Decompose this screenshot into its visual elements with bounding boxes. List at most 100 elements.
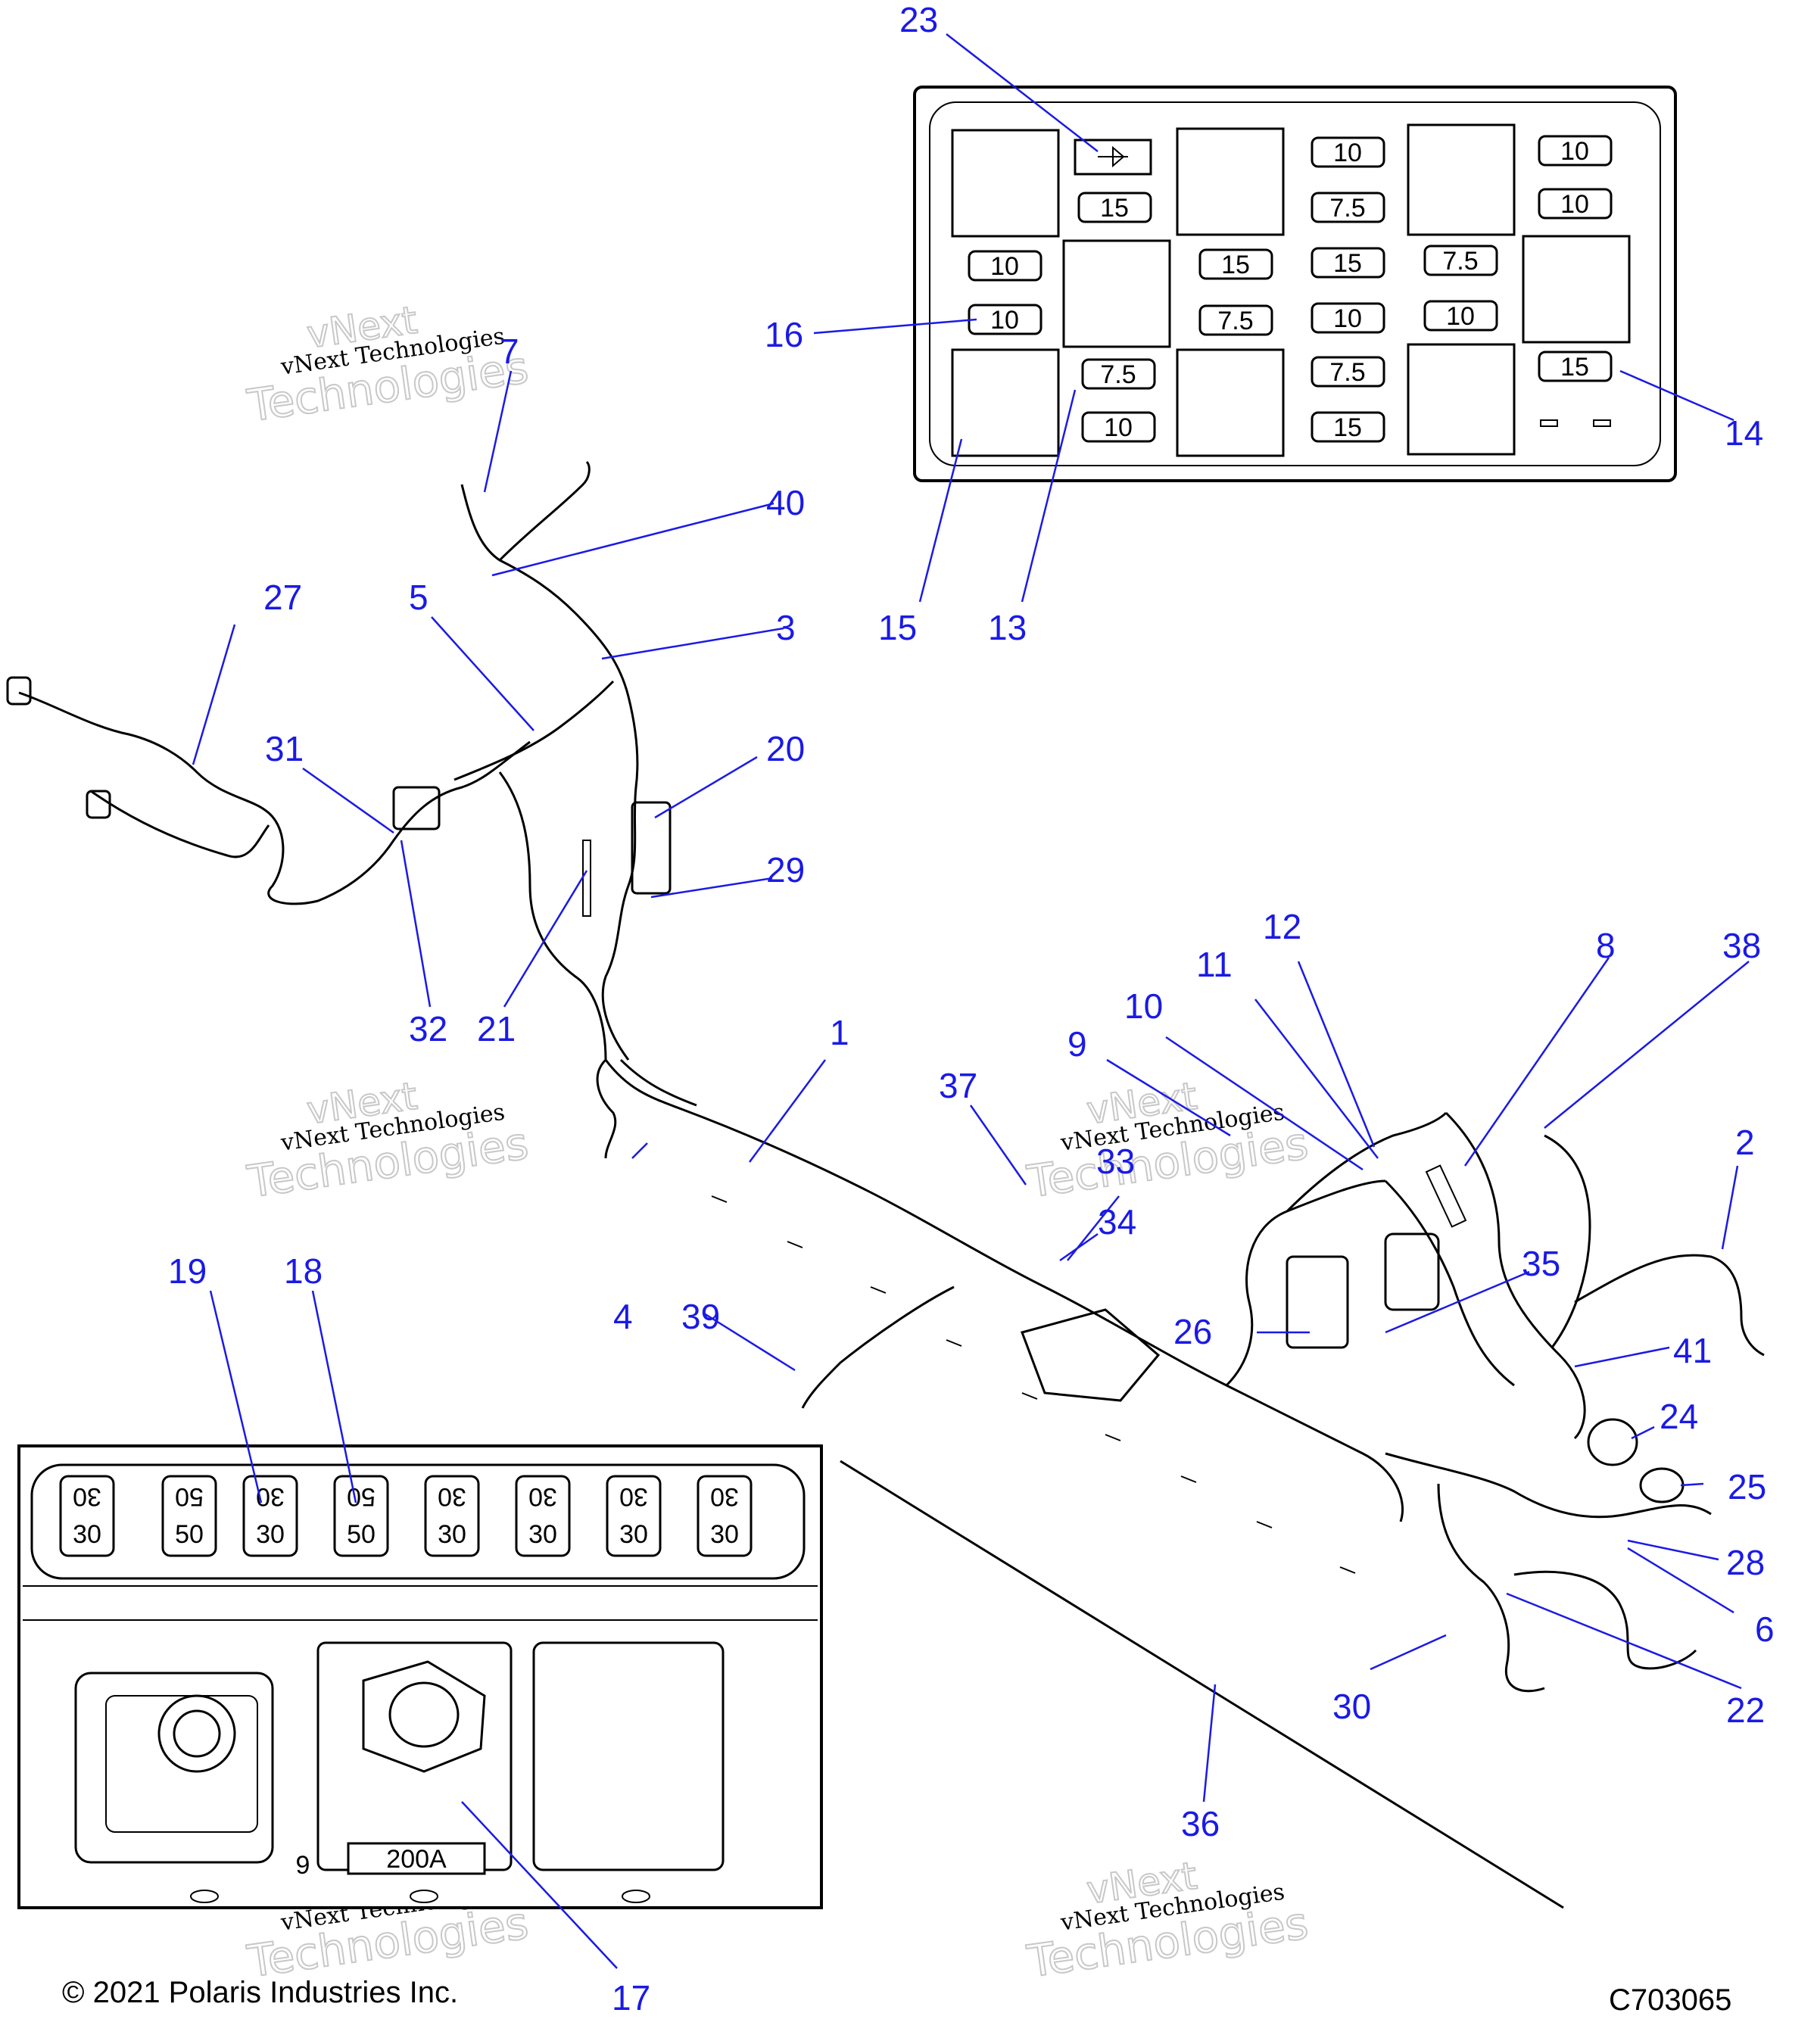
callout-27: 27 bbox=[263, 578, 302, 617]
callout-11: 11 bbox=[1196, 945, 1233, 984]
svg-text:10: 10 bbox=[1560, 190, 1589, 219]
right-cluster-wire bbox=[1384, 1179, 1515, 1387]
right-cluster-wire bbox=[1513, 1570, 1697, 1670]
mount-hole bbox=[622, 1890, 650, 1903]
callout-24: 24 bbox=[1660, 1397, 1698, 1436]
leader-lines bbox=[192, 33, 1750, 1969]
svg-text:15: 15 bbox=[1560, 353, 1589, 382]
mini-fuse: 10 bbox=[1311, 302, 1385, 334]
fuse-relay-housing bbox=[1286, 1255, 1349, 1349]
svg-text:7.5: 7.5 bbox=[1442, 247, 1478, 276]
mini-fuse: 7.5 bbox=[1311, 356, 1385, 388]
upper-branch-wire bbox=[498, 460, 591, 562]
callout-17: 17 bbox=[612, 1978, 650, 2018]
strap bbox=[582, 840, 591, 917]
svg-text:30: 30 bbox=[438, 1520, 466, 1549]
mini-fuse: 10 bbox=[968, 250, 1043, 282]
empty-fuse-slot bbox=[1593, 419, 1611, 427]
callout-1: 1 bbox=[830, 1013, 849, 1052]
fuse-relay-box: 15 10 10 7.5 10 15 7.5 10 7.5 15 10 7.5 … bbox=[913, 86, 1677, 482]
callout-20: 20 bbox=[766, 729, 805, 768]
main-fuse-label-plate bbox=[347, 1842, 486, 1875]
callout-22: 22 bbox=[1726, 1690, 1765, 1730]
junction-connector bbox=[392, 786, 441, 830]
terminal-inner bbox=[105, 1695, 258, 1833]
svg-text:30: 30 bbox=[619, 1520, 648, 1549]
svg-text:7.5: 7.5 bbox=[1329, 194, 1365, 223]
right-cluster-wire bbox=[1437, 1483, 1545, 1693]
main-wire-harness bbox=[6, 460, 1765, 1909]
mini-fuse: 7.5 bbox=[1081, 358, 1156, 390]
mini-fuse: 15 bbox=[1311, 247, 1385, 279]
callout-32: 32 bbox=[409, 1009, 447, 1048]
callout-25: 25 bbox=[1728, 1467, 1766, 1507]
main-fuse-nut bbox=[362, 1660, 486, 1773]
callout-38: 38 bbox=[1722, 926, 1761, 965]
callout-2: 2 bbox=[1735, 1123, 1755, 1162]
svg-text:15: 15 bbox=[1333, 413, 1362, 442]
callout-12: 12 bbox=[1263, 907, 1301, 946]
callout-37: 37 bbox=[939, 1066, 977, 1105]
main-trunk-wire bbox=[604, 1059, 1404, 1522]
diode-symbol bbox=[1098, 145, 1128, 168]
connector-cap bbox=[1639, 1467, 1685, 1503]
main-trunk-wire bbox=[619, 1058, 697, 1107]
battery-terminal-block bbox=[74, 1672, 274, 1864]
callout-14: 14 bbox=[1725, 413, 1763, 453]
right-cluster-wire bbox=[1286, 1111, 1448, 1213]
callout-8: 8 bbox=[1596, 926, 1616, 965]
mini-fuse: 10 bbox=[968, 304, 1043, 335]
relay-block bbox=[1176, 348, 1285, 457]
panel-side-mark: 9 bbox=[296, 1851, 310, 1880]
svg-text:30: 30 bbox=[528, 1520, 557, 1549]
control-module bbox=[1021, 1308, 1161, 1402]
callout-26: 26 bbox=[1173, 1312, 1212, 1351]
mount-hole bbox=[190, 1890, 219, 1903]
mini-fuse: 7.5 bbox=[1311, 192, 1385, 223]
relay-block bbox=[1176, 127, 1285, 236]
callout-39: 39 bbox=[681, 1297, 720, 1336]
left-branch-wire bbox=[90, 790, 270, 858]
svg-text:30: 30 bbox=[528, 1482, 557, 1511]
svg-text:10: 10 bbox=[1104, 413, 1133, 442]
svg-text:10: 10 bbox=[1560, 137, 1589, 166]
mini-fuse: 15 bbox=[1077, 192, 1152, 223]
right-cluster-wire bbox=[1225, 1179, 1386, 1387]
relay-block bbox=[1062, 239, 1171, 348]
harness-clip bbox=[711, 1195, 1356, 1574]
drawing-id: C703065 bbox=[1609, 1983, 1731, 2017]
terminal-post bbox=[157, 1694, 236, 1773]
svg-text:50: 50 bbox=[175, 1520, 204, 1549]
callout-10: 10 bbox=[1124, 986, 1163, 1026]
svg-text:7.5: 7.5 bbox=[1217, 307, 1253, 335]
svg-text:30: 30 bbox=[710, 1520, 739, 1549]
mini-fuse: 10 bbox=[1538, 188, 1613, 220]
svg-text:30: 30 bbox=[256, 1482, 285, 1511]
connector-housing bbox=[1384, 1232, 1440, 1311]
svg-text:7.5: 7.5 bbox=[1329, 358, 1365, 387]
relay-block bbox=[951, 348, 1060, 457]
svg-text:15: 15 bbox=[1333, 249, 1362, 278]
mini-fuse: 10 bbox=[1311, 136, 1385, 168]
terminal-nut bbox=[173, 1709, 221, 1758]
callout-31: 31 bbox=[265, 729, 304, 768]
svg-text:7.5: 7.5 bbox=[1100, 360, 1136, 389]
mini-fuse: 15 bbox=[1538, 351, 1613, 382]
svg-text:15: 15 bbox=[1221, 251, 1250, 279]
callout-6: 6 bbox=[1755, 1609, 1775, 1649]
callout-labels: 23 16 14 15 13 7 40 3 5 27 20 31 29 32 2… bbox=[168, 0, 1775, 2018]
main-fuse-post bbox=[388, 1681, 460, 1748]
svg-text:10: 10 bbox=[1333, 304, 1362, 333]
svg-text:10: 10 bbox=[990, 252, 1019, 281]
svg-text:30: 30 bbox=[256, 1520, 285, 1549]
relay-module bbox=[631, 801, 672, 895]
svg-text:30: 30 bbox=[73, 1482, 101, 1511]
copyright-notice: © 2021 Polaris Industries Inc. bbox=[62, 1976, 458, 2009]
callout-4: 4 bbox=[613, 1297, 633, 1336]
